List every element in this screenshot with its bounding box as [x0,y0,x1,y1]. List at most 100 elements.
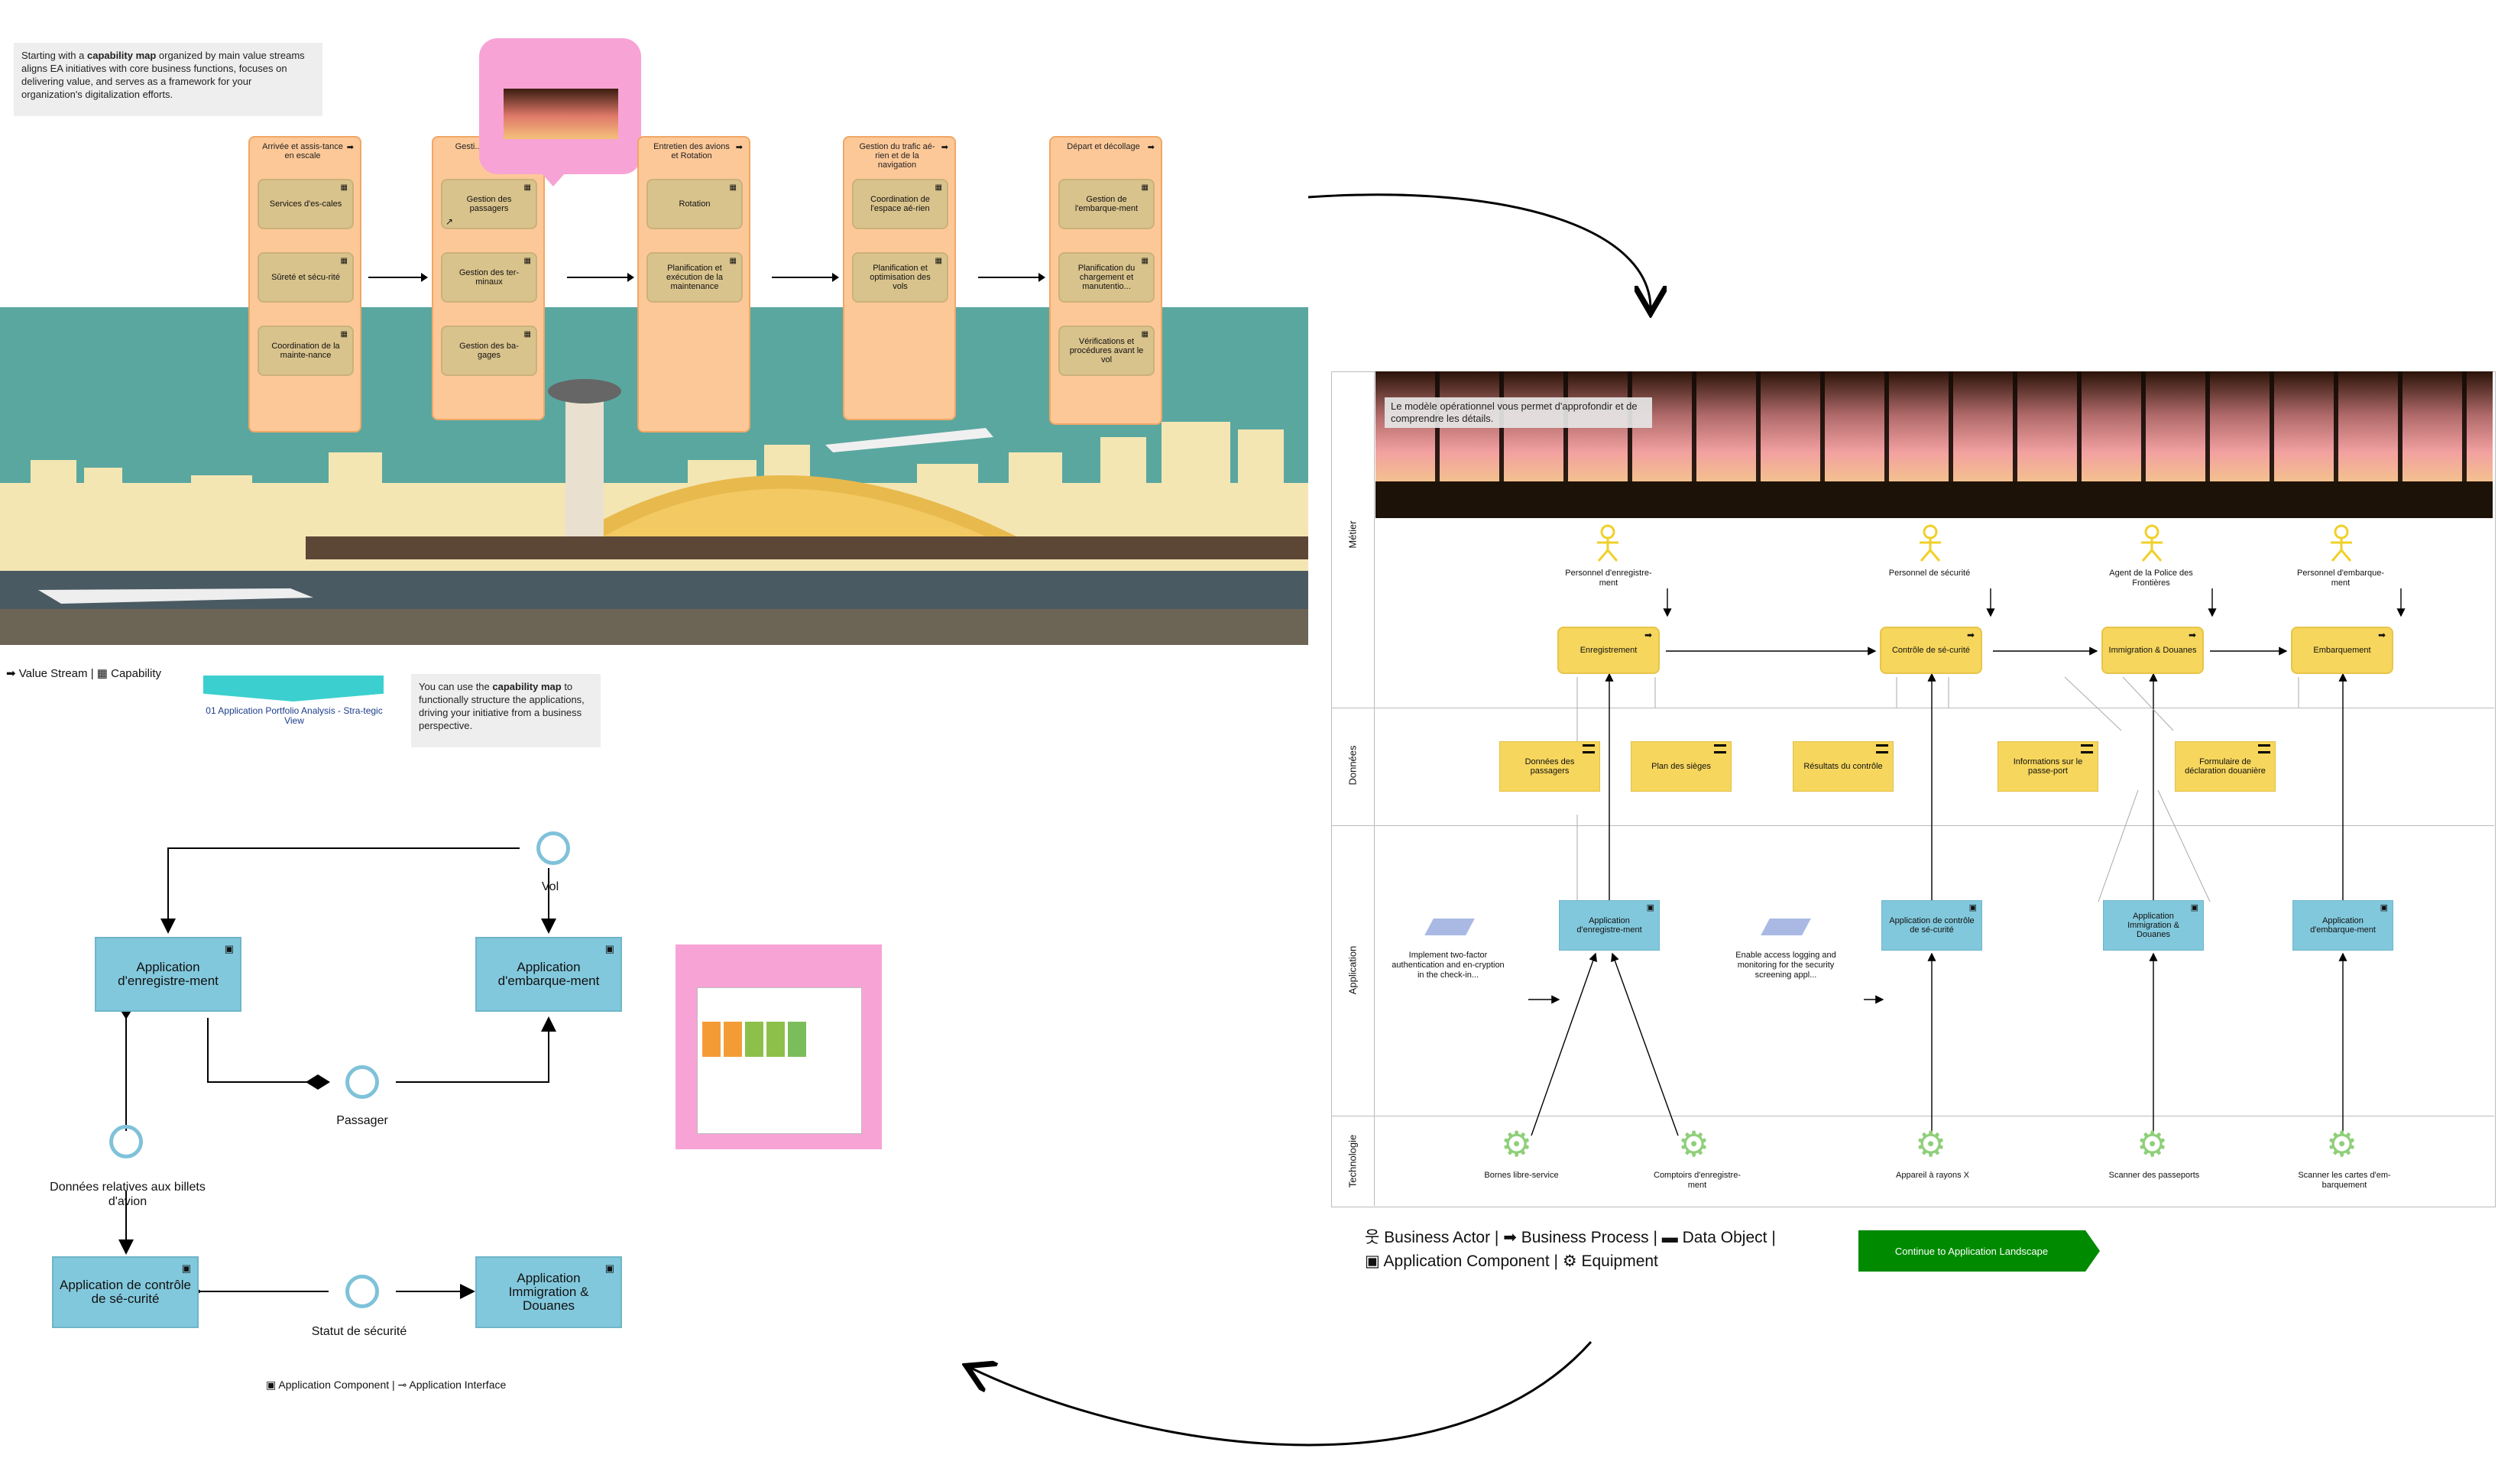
capability-maintenance-planning[interactable]: ▦Planification et exécution de la mainte… [646,252,743,303]
capability-security[interactable]: ▦Sûreté et sécu-rité [258,252,354,303]
airport-silhouette-thumbnail [504,89,618,139]
equipment-icon: ⚙ [1678,1124,1710,1164]
interface-ticket-data[interactable] [109,1125,143,1158]
flow-arrow [772,273,839,282]
component-security-app[interactable]: ▣Application de contrôle de sé-curité [1881,900,1982,951]
business-process-icon: ➡ [2188,630,2196,640]
application-interface-icon: ⊸ [397,1379,407,1391]
lane-header-divider [1374,371,1375,1206]
application-component-icon: ▣ [1365,1252,1380,1270]
app-security[interactable]: ▣Application de contrôle de sé-curité [52,1256,199,1328]
data-passenger-data[interactable]: Données des passagers [1499,741,1600,792]
capability-icon: ▦ [1141,330,1149,339]
value-stream-arrival[interactable]: Arrivée et assis-tance en escale ➡ ▦Serv… [248,136,361,433]
actor-border-police[interactable]: Agent de la Police des Frontières [2109,569,2193,588]
capability-icon: ▦ [340,330,348,339]
requirement-security-logging[interactable]: Enable access logging and monitoring for… [1735,951,1836,980]
data-seat-plan[interactable]: Plan des sièges [1631,741,1732,792]
application-component-icon: ▣ [1968,903,1977,912]
business-process-icon: ➡ [1644,630,1652,640]
business-process-icon: ➡ [1966,630,1975,640]
equipment-passport-scanner[interactable]: Scanner des passeports [2108,1171,2200,1180]
data-customs-form[interactable]: Formulaire de déclaration douanière [2175,741,2276,792]
legend-layered-view: 웃 Business Actor | ➡ Business Process | … [1365,1229,1776,1270]
business-actor-icon: 웃 [1365,1229,1380,1246]
application-component-icon: ▣ [266,1379,277,1391]
business-actor-icon [1920,524,1941,562]
capability-rotation[interactable]: ▦Rotation [646,179,743,229]
legend-top: ➡ Value Stream | ▦ Capability [6,667,161,680]
application-component-icon: ▣ [2380,903,2388,912]
app-immigration[interactable]: ▣Application Immigration & Douanes [475,1256,622,1328]
thumbnail-window [697,987,862,1134]
interface-passenger-label: Passager [336,1114,388,1127]
capability-passenger-management[interactable]: ▦↗Gestion des passagers [441,179,537,229]
process-immigration[interactable]: ➡Immigration & Douanes [2101,627,2204,674]
external-link-icon[interactable]: ↗ [446,216,454,227]
capability-maintenance-coordination[interactable]: ▦Coordination de la mainte-nance [258,326,354,376]
capability-loading-planning[interactable]: ▦Planification du chargement et manutent… [1058,252,1155,303]
value-stream-air-traffic[interactable]: Gestion du trafic aé-rien et de la navig… [843,136,956,420]
actor-checkin-staff[interactable]: Personnel d'enregistre-ment [1565,569,1652,588]
capability-preflight-checks[interactable]: ▦Vérifications et procédures avant le vo… [1058,326,1155,376]
interface-flight-label: Vol [541,880,559,893]
interface-security-status[interactable] [345,1275,379,1308]
capability-flight-planning[interactable]: ▦Planification et optimisation des vols [852,252,948,303]
strategic-view-link[interactable]: 01 Application Portfolio Analysis - Stra… [200,676,388,729]
capability-icon: ▦ [340,183,348,192]
interface-ticket-data-label: Données relatives aux billets d'avion [50,1181,206,1208]
equipment-checkin-counters[interactable]: Comptoirs d'enregistre-ment [1654,1171,1741,1190]
equipment-xray[interactable]: Appareil à rayons X [1896,1171,1969,1180]
capability-terminal-management[interactable]: ▦Gestion des ter-minaux [441,252,537,303]
app-boarding[interactable]: ▣Application d'embarque-ment [475,937,622,1012]
capability-ground-services[interactable]: ▦Services d'es-cales [258,179,354,229]
capability-baggage-management[interactable]: ▦Gestion des ba-gages [441,326,537,376]
interface-security-status-label: Statut de sécurité [311,1325,407,1338]
equipment-boarding-scanner[interactable]: Scanner les cartes d'em-barquement [2298,1171,2391,1190]
value-stream-departure[interactable]: Départ et décollage ➡ ▦Gestion de l'emba… [1049,136,1162,425]
component-boarding-app[interactable]: ▣Application d'embarque-ment [2292,900,2393,951]
interface-passenger[interactable] [345,1065,379,1099]
process-checkin[interactable]: ➡Enregistrement [1557,627,1660,674]
application-component-icon: ▣ [224,943,234,954]
component-immigration-app[interactable]: ▣Application Immigration & Douanes [2103,900,2204,951]
screenshot-thumbnail[interactable] [676,945,882,1149]
process-boarding[interactable]: ➡Embarquement [2291,627,2393,674]
operations-banner [1375,371,2493,518]
data-screening-results[interactable]: Résultats du contrôle [1793,741,1894,792]
capability-icon: ▦ [1141,257,1149,265]
value-stream-icon: ➡ [346,143,354,152]
capability-boarding-management[interactable]: ▦Gestion de l'embarque-ment [1058,179,1155,229]
equipment-icon: ⚙ [2137,1124,2169,1164]
data-object-icon [1876,744,1888,753]
capability-icon: ▦ [935,183,942,192]
business-actor-icon [2141,524,2163,562]
flow-arrow [978,273,1045,282]
process-security[interactable]: ➡Contrôle de sé-curité [1880,627,1982,674]
value-stream-icon: ➡ [941,143,948,152]
capability-icon: ▦ [523,257,531,265]
capability-icon: ▦ [729,183,737,192]
app-checkin[interactable]: ▣Application d'enregistre-ment [95,937,241,1012]
image-callout[interactable] [479,38,641,174]
capability-airspace-coordination[interactable]: ▦Coordination de l'espace aé-rien [852,179,948,229]
component-checkin-app[interactable]: ▣Application d'enregistre-ment [1559,900,1660,951]
value-stream-passengers[interactable]: Gesti... gers et... ➡ ▦↗Gestion des pass… [432,136,545,420]
equipment-icon: ⚙ [1501,1124,1533,1164]
value-stream-maintenance[interactable]: Entretien des avions et Rotation ➡ ▦Rota… [637,136,750,433]
data-object-icon [2258,744,2270,753]
interface-flight[interactable] [536,831,570,865]
requirement-checkin-2fa[interactable]: Implement two-factor authentication and … [1392,951,1505,980]
data-object-icon [2081,744,2093,753]
silhouette-floor [1375,481,2493,518]
equipment-kiosks[interactable]: Bornes libre-service [1484,1171,1559,1180]
capability-note: You can use the capability map to functi… [411,674,601,747]
data-passport-info[interactable]: Informations sur le passe-port [1997,741,2098,792]
business-actor-icon [1597,524,1618,562]
application-component-icon: ▣ [181,1262,191,1274]
actor-security-staff[interactable]: Personnel de sécurité [1888,569,1971,578]
data-object-icon: ▬ [1661,1229,1678,1246]
lane-divider [1331,825,2494,826]
actor-boarding-staff[interactable]: Personnel d'embarque-ment [2296,569,2384,588]
continue-button[interactable]: Continue to Application Landscape [1858,1230,2100,1272]
